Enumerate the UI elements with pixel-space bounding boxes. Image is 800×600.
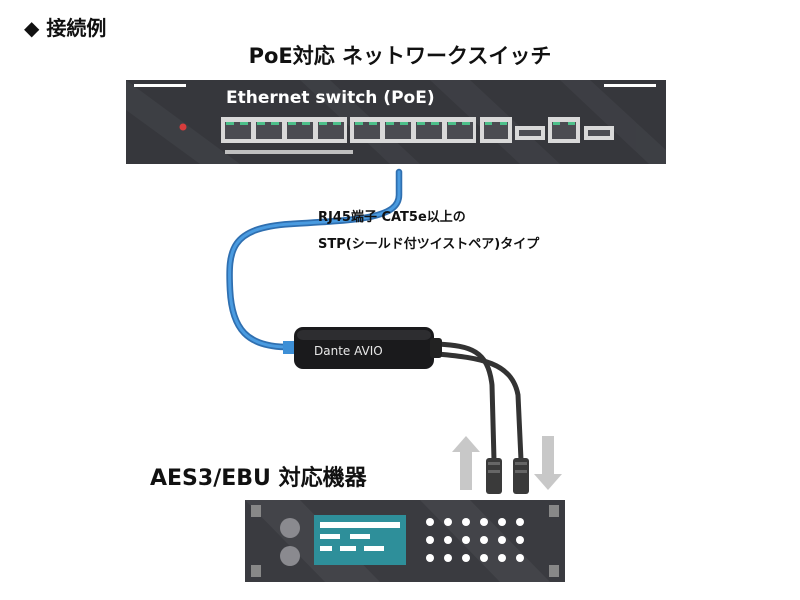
- xlr-cables: [435, 341, 529, 494]
- aes-device: [245, 500, 565, 582]
- dante-avio-adapter: [294, 327, 442, 369]
- down-arrow-icon: [534, 436, 562, 490]
- uplink-ports: [480, 117, 614, 143]
- xlr-connector-in: [513, 458, 529, 494]
- knob: [280, 546, 300, 566]
- power-led: [179, 123, 187, 131]
- ethernet-port: [484, 122, 508, 139]
- cable-note-line2: STP(シールド付ツイストペア)タイプ: [318, 237, 540, 252]
- switch-mark-left: [134, 84, 186, 87]
- aes-device-title: AES3/EBU 対応機器: [150, 466, 367, 491]
- network-switch: [126, 80, 666, 164]
- ethernet-port: [447, 122, 473, 139]
- ethernet-port: [416, 122, 442, 139]
- ethernet-port: [256, 122, 282, 139]
- up-arrow-icon: [452, 436, 480, 490]
- switch-port-label-strip: [225, 150, 353, 154]
- ethernet-port: [552, 122, 576, 139]
- device-jacks: [426, 518, 524, 562]
- ethernet-port: [385, 122, 411, 139]
- xlr-connector-out: [486, 458, 502, 494]
- knob: [280, 518, 300, 538]
- diamond-icon: ◆: [24, 16, 40, 40]
- section-heading: ◆ 接続例: [24, 12, 106, 41]
- section-heading-text: 接続例: [46, 16, 107, 40]
- port-group-2: [350, 117, 476, 143]
- adapter-label: Dante AVIO: [314, 344, 383, 358]
- ethernet-port: [287, 122, 313, 139]
- signal-direction-arrows: [452, 436, 562, 490]
- ethernet-port: [354, 122, 380, 139]
- switch-mark-right: [604, 84, 656, 87]
- switch-label: Ethernet switch (PoE): [226, 88, 435, 108]
- cable-note-line1: RJ45端子 CAT5e以上の: [318, 210, 466, 225]
- ethernet-port: [318, 122, 344, 139]
- port-group-1: [221, 117, 347, 143]
- rj45-connector: [283, 341, 297, 354]
- switch-title: PoE対応 ネットワークスイッチ: [248, 44, 552, 68]
- ethernet-port: [225, 122, 251, 139]
- ethernet-cable: [226, 168, 403, 354]
